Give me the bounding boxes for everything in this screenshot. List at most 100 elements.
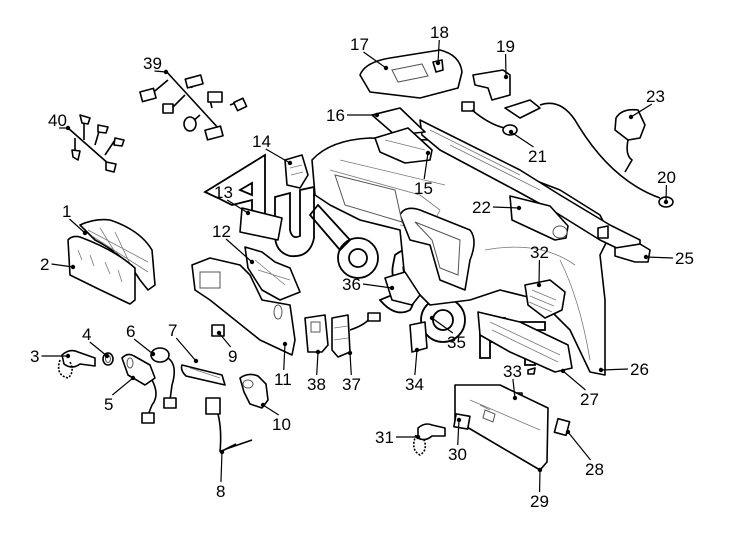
callout-17: 17 [350,35,389,71]
callout-leader [69,218,86,234]
callout-31: 31 [375,428,421,447]
callout-dot [503,74,509,80]
callout-13: 13 [214,183,251,216]
left-panels [191,154,381,358]
callout-dot [512,395,518,401]
callout-number: 13 [214,183,233,202]
callout-3: 3 [30,347,71,366]
callout-number: 10 [272,415,291,434]
callout-dot [65,125,71,131]
callout-number: 20 [657,168,676,187]
wiring-harness-40 [67,114,125,173]
callout-leader [89,341,108,357]
callout-number: 18 [430,23,449,42]
callout-dot [216,330,222,336]
callout-34: 34 [405,347,424,394]
callout-25: 25 [643,249,694,268]
callout-18: 18 [430,23,449,66]
callout-leader [492,206,520,209]
callout-number: 11 [274,370,292,389]
callout-1: 1 [62,202,88,236]
callout-number: 39 [143,54,162,73]
callout-number: 16 [326,106,345,125]
callout-2: 2 [40,255,76,274]
callout-number: 31 [375,428,394,447]
callout-leader [562,370,586,391]
callout-33: 33 [503,362,522,401]
callout-number: 40 [48,111,67,130]
callout-leader [112,377,134,396]
callout-leader [567,431,591,461]
callout-number: 33 [503,362,522,381]
callout-number: 2 [40,255,49,274]
callout-dot [598,367,604,373]
callout-number: 38 [307,375,326,394]
callout-leader [283,343,286,371]
callout-number: 1 [62,202,71,221]
callout-dot [536,282,542,288]
callout-dot [537,467,543,473]
callout-32: 32 [530,243,549,288]
callout-16: 16 [326,106,380,125]
callout-29: 29 [530,467,549,511]
callout-dot [429,315,435,321]
cross-beam-end [597,225,651,263]
callout-12: 12 [212,222,255,265]
callout-40: 40 [48,111,71,131]
callout-dot [425,150,431,156]
callout-leader [349,352,352,376]
callout-number: 3 [30,347,39,366]
callout-dot [282,341,288,347]
callout-dot [287,160,293,166]
callout-leader [51,263,74,268]
callout-dot [516,205,522,211]
callout-leader [457,419,460,446]
callout-dot [389,285,395,291]
callout-number: 9 [228,347,237,366]
callout-28: 28 [565,429,604,479]
callout-dot [435,60,441,66]
callout-leader [512,378,516,399]
callout-leader [414,349,418,376]
callout-dot [628,114,634,120]
callout-leader [220,451,223,483]
callout-leader [226,199,249,214]
callout-36: 36 [342,275,395,294]
callout-leader [316,351,319,376]
callout-leader [363,51,387,69]
callout-dot [374,112,380,118]
callout-leader [133,338,154,355]
callout-dot [245,210,251,216]
callout-number: 21 [528,147,547,166]
callout-leader [645,256,674,259]
small-parts-lower-left [57,324,269,453]
callout-19: 19 [496,37,515,80]
callout-35: 35 [429,315,466,352]
callout-dot [565,429,571,435]
callout-30: 30 [448,417,467,464]
callout-number: 26 [630,360,649,379]
callout-number: 23 [646,87,665,106]
callout-21: 21 [508,129,547,166]
glove-box-parts [412,384,571,471]
callout-dot [70,264,76,270]
callout-leader [423,152,429,180]
callout-leader [437,39,440,64]
callout-dot [150,351,156,357]
callout-26: 26 [598,360,649,379]
callout-15: 15 [414,150,433,198]
callout-number: 5 [104,395,113,414]
callout-number: 34 [405,375,424,394]
callout-37: 37 [342,350,361,394]
callout-7: 7 [168,321,199,364]
wiring-harness-39 [139,69,248,141]
callout-6: 6 [126,322,156,357]
callout-number: 8 [216,482,225,501]
callout-dot [249,259,255,265]
callout-39: 39 [143,54,169,75]
callout-number: 27 [580,390,599,409]
callout-dot [560,368,566,374]
callout-11: 11 [274,341,292,389]
callout-leader [225,238,253,263]
